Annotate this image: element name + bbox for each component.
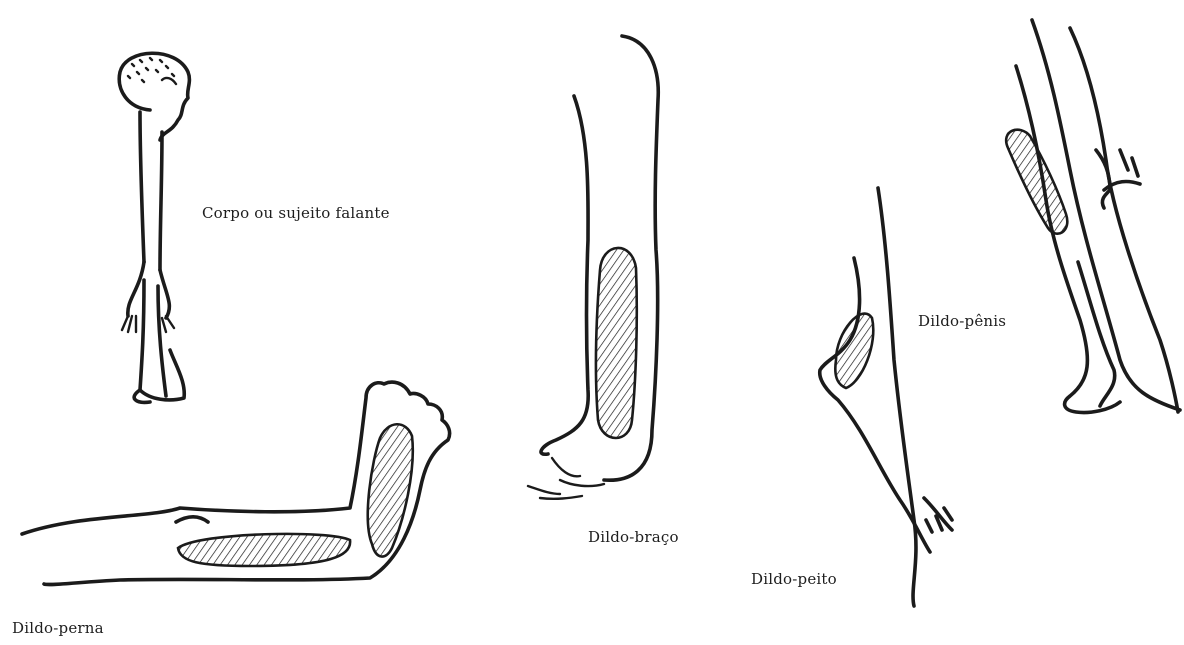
label-dildo-arm: Dildo-braço: [588, 528, 679, 546]
speaking-body-figure: [119, 53, 189, 402]
dildo-penis-figure: [1006, 20, 1180, 413]
label-dildo-leg: Dildo-perna: [12, 619, 104, 637]
dildo-leg-figure: [22, 382, 450, 584]
label-dildo-penis: Dildo-pênis: [918, 312, 1006, 330]
label-speaking-body: Corpo ou sujeito falante: [202, 204, 390, 222]
dildo-arm-figure: [528, 36, 658, 499]
label-dildo-chest: Dildo-peito: [751, 570, 837, 588]
dildo-chest-figure: [820, 188, 952, 606]
